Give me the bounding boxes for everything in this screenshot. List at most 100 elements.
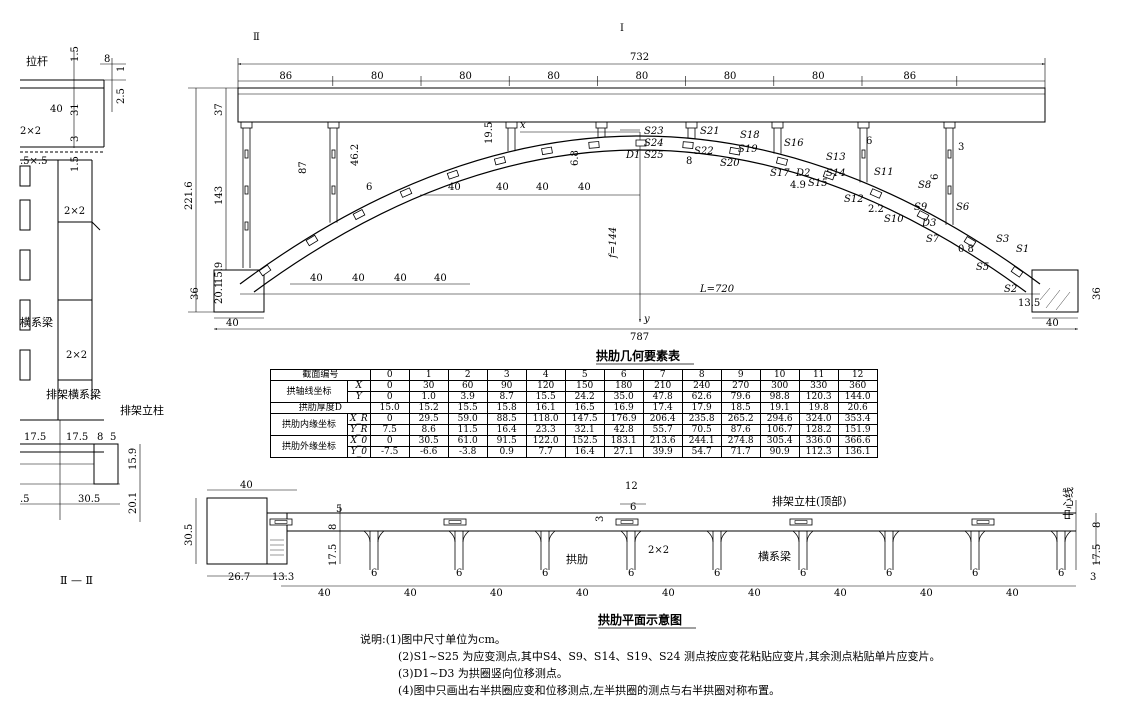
- table-cell: 42.8: [603, 424, 644, 436]
- dim-x: 40: [496, 182, 509, 193]
- table-cell: 17.9: [681, 402, 722, 414]
- svg-text:37: 37: [214, 103, 225, 116]
- svg-text:87: 87: [298, 161, 309, 174]
- dim-span: 80: [636, 71, 649, 82]
- plan: [195, 489, 1097, 587]
- dim-plan-bottom: 40: [748, 588, 761, 599]
- svg-text:.5: .5: [20, 494, 30, 505]
- table-cell: Y_R: [347, 424, 371, 436]
- measure-point: S3: [996, 234, 1009, 245]
- table-cell: 39.9: [642, 446, 683, 458]
- section-mark-i: Ⅰ: [620, 23, 624, 34]
- measure-point: S9: [914, 202, 928, 213]
- table-cell: 360: [837, 380, 878, 392]
- svg-text:17.5: 17.5: [328, 544, 339, 566]
- dim-plan-bottom: 40: [920, 588, 933, 599]
- svg-text:40: 40: [226, 318, 239, 329]
- svg-text:20.1: 20.1: [214, 282, 225, 304]
- table-cell: 136.1: [837, 446, 878, 458]
- svg-text:13.3: 13.3: [272, 572, 294, 583]
- table-cell: 32.1: [564, 424, 605, 436]
- table-cell: 7.5: [369, 424, 410, 436]
- table-cell: 265.2: [720, 413, 761, 425]
- measure-point: S5: [976, 262, 989, 273]
- strain-gauge: [352, 209, 366, 221]
- svg-text:26.7: 26.7: [228, 572, 250, 583]
- svg-text:19.5: 19.5: [484, 122, 495, 144]
- table-cell: 4: [525, 369, 566, 381]
- note-item: (3)D1~D3 为拱圈竖向位移测点。: [398, 667, 568, 680]
- measure-point: S19: [738, 144, 758, 155]
- svg-text:2.2: 2.2: [868, 204, 884, 215]
- table-cell: 9: [720, 369, 761, 381]
- svg-text:0.8: 0.8: [958, 244, 974, 255]
- table-cell: 30: [408, 380, 449, 392]
- svg-text:8: 8: [1092, 522, 1103, 528]
- table-cell: 15.0: [369, 402, 410, 414]
- table-cell: 353.4: [837, 413, 878, 425]
- measure-point: S21: [700, 126, 720, 137]
- svg-text:5: 5: [336, 504, 342, 515]
- table-cell: 151.9: [837, 424, 878, 436]
- measure-point: S20: [720, 158, 740, 169]
- column-top-mark: [269, 518, 293, 526]
- table-title: 拱肋几何要素表: [596, 348, 681, 363]
- table-cell: 98.8: [759, 391, 800, 403]
- strain-gauge: [869, 188, 883, 199]
- measure-point: S8: [918, 180, 931, 191]
- table-cell: 366.6: [837, 435, 878, 447]
- strain-gauge: [916, 210, 930, 222]
- table-cell: 59.0: [447, 413, 488, 425]
- table-cell: 拱肋厚度D: [270, 402, 371, 414]
- measure-point: S12: [844, 194, 864, 205]
- strain-gauge: [729, 146, 741, 156]
- svg-text:31: 31: [70, 103, 81, 116]
- dim-plan-bottom: 40: [576, 588, 589, 599]
- strain-gauge: [635, 139, 647, 147]
- table-cell: 6: [603, 369, 644, 381]
- strain-gauge: [963, 235, 977, 248]
- table-cell: 2: [447, 369, 488, 381]
- plan-labels: 40 12 6 30.5 8 5 17.5 17.5 8 中心线 排架立柱(顶部…: [184, 480, 1103, 629]
- measure-point: S17: [770, 168, 790, 179]
- table-cell: 180: [603, 380, 644, 392]
- column-top-mark: [615, 518, 639, 526]
- table-cell: -6.6: [408, 446, 449, 458]
- dim-span: 80: [547, 71, 560, 82]
- table-cell: 拱肋外缘坐标: [270, 435, 348, 458]
- table-cell: 截面编号: [270, 369, 371, 381]
- side-section: [19, 50, 141, 522]
- label-section-ii: Ⅱ — Ⅱ: [60, 574, 93, 587]
- note-item: (2)S1~S25 为应变测点,其中S4、S9、S14、S19、S24 测点按应…: [398, 650, 941, 663]
- table-cell: X: [347, 380, 371, 392]
- svg-text:15.9: 15.9: [128, 448, 139, 470]
- dim-span: 80: [724, 71, 737, 82]
- table-cell: 15.5: [525, 391, 566, 403]
- svg-text:17.5: 17.5: [24, 432, 46, 443]
- svg-text:8: 8: [97, 432, 103, 443]
- measure-point: D1: [625, 150, 640, 161]
- measure-point: S16: [784, 138, 804, 149]
- dim-col: 6: [972, 568, 978, 579]
- strain-gauge: [399, 187, 413, 198]
- svg-text:.5×.5: .5×.5: [20, 156, 47, 167]
- table-cell: -3.8: [447, 446, 488, 458]
- table-cell: 122.0: [525, 435, 566, 447]
- table-cell: 15.5: [447, 402, 488, 414]
- dim-col: 6: [886, 568, 892, 579]
- table-cell: 118.0: [525, 413, 566, 425]
- table-cell: 244.1: [681, 435, 722, 447]
- label-cross-beam-plan: 横系梁: [758, 549, 791, 563]
- table-cell: X_R: [347, 413, 371, 425]
- svg-text:2×2: 2×2: [20, 126, 41, 137]
- svg-text:36: 36: [1092, 287, 1103, 300]
- dim-plan-bottom: 40: [1006, 588, 1019, 599]
- dim-x: 40: [448, 182, 461, 193]
- table-cell: 270: [720, 380, 761, 392]
- svg-text:15.9: 15.9: [214, 262, 225, 284]
- svg-text:46.2: 46.2: [350, 144, 361, 166]
